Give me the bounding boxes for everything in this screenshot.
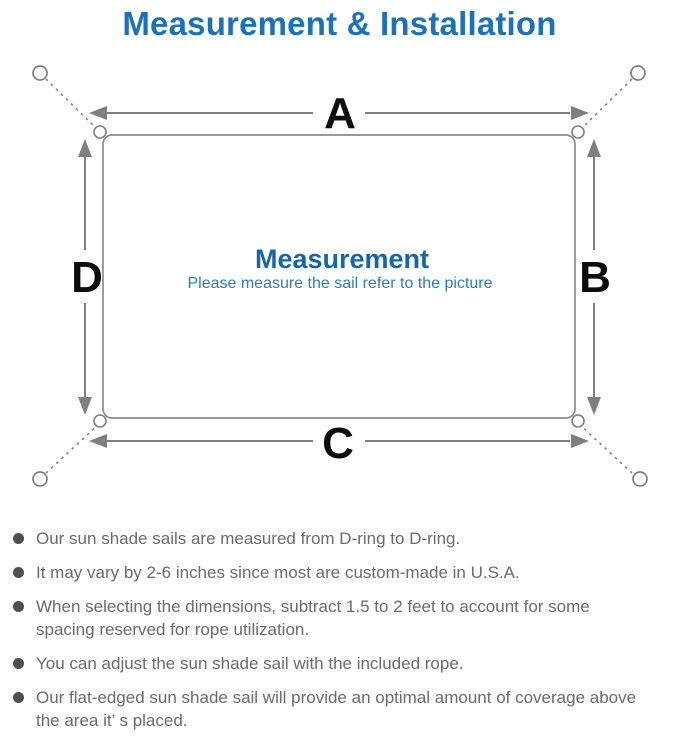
dashed-line-bottom-left [45, 423, 100, 474]
anchor-rings [32, 65, 648, 487]
dashed-line-top-left [45, 78, 100, 132]
arrowhead-up-icon [78, 139, 92, 157]
bullet-icon [13, 533, 24, 544]
d-ring-top-left-icon [93, 125, 107, 139]
d-ring-bottom-right-icon [571, 414, 585, 428]
diagram-center-subtitle: Please measure the sail refer to the pic… [187, 275, 492, 292]
note-text: You can adjust the sun shade sail with t… [36, 654, 464, 673]
arrowhead-up-icon [587, 139, 601, 157]
note-text: It may vary by 2-6 inches since most are… [36, 563, 520, 582]
dashed-line-top-right [578, 78, 633, 132]
arrowhead-right-icon [571, 434, 589, 448]
side-label-b: B [579, 253, 611, 302]
note-item: Our flat-edged sun shade sail will provi… [12, 686, 647, 732]
bullet-icon [13, 567, 24, 578]
bullet-icon [13, 658, 24, 669]
dimension-arrow-a [89, 106, 589, 120]
note-text: When selecting the dimensions, subtract … [36, 597, 590, 639]
note-item: When selecting the dimensions, subtract … [12, 595, 647, 641]
arrowhead-left-icon [89, 434, 107, 448]
d-ring-top-right-icon [571, 125, 585, 139]
notes-list: Our sun shade sails are measured from D-… [0, 527, 679, 732]
d-ring-bottom-left-icon [93, 414, 107, 428]
anchor-ring-bottom-left-icon [32, 471, 48, 487]
measurement-diagram: A B C D Measurement Please measure the s… [0, 51, 679, 521]
anchor-ring-top-left-icon [32, 65, 48, 81]
arrowhead-left-icon [89, 106, 107, 120]
anchor-ring-top-right-icon [630, 65, 646, 81]
side-label-d: D [71, 253, 103, 302]
bullet-icon [13, 601, 24, 612]
anchor-ring-bottom-right-icon [632, 471, 648, 487]
bullet-icon [13, 692, 24, 703]
note-text: Our flat-edged sun shade sail will provi… [36, 688, 637, 730]
note-item: You can adjust the sun shade sail with t… [12, 652, 647, 675]
side-label-a: A [324, 89, 356, 138]
dimension-arrow-c [89, 434, 589, 448]
note-item: Our sun shade sails are measured from D-… [12, 527, 647, 550]
diagram-center-title: Measurement [255, 244, 429, 274]
dashed-line-bottom-right [578, 423, 633, 474]
arrowhead-right-icon [571, 106, 589, 120]
page-title: Measurement & Installation [122, 5, 557, 42]
arrowhead-down-icon [587, 397, 601, 415]
sail-diagram-canvas: A B C D Measurement Please measure the s… [32, 65, 648, 487]
dimension-arrow-b [587, 139, 601, 415]
dimension-arrow-d [78, 139, 92, 415]
note-text: Our sun shade sails are measured from D-… [36, 529, 461, 548]
sail-outline [102, 134, 576, 419]
side-label-c: C [322, 419, 354, 468]
arrowhead-down-icon [78, 397, 92, 415]
corner-d-rings [93, 125, 585, 428]
tie-lines [45, 78, 633, 474]
note-item: It may vary by 2-6 inches since most are… [12, 561, 647, 584]
